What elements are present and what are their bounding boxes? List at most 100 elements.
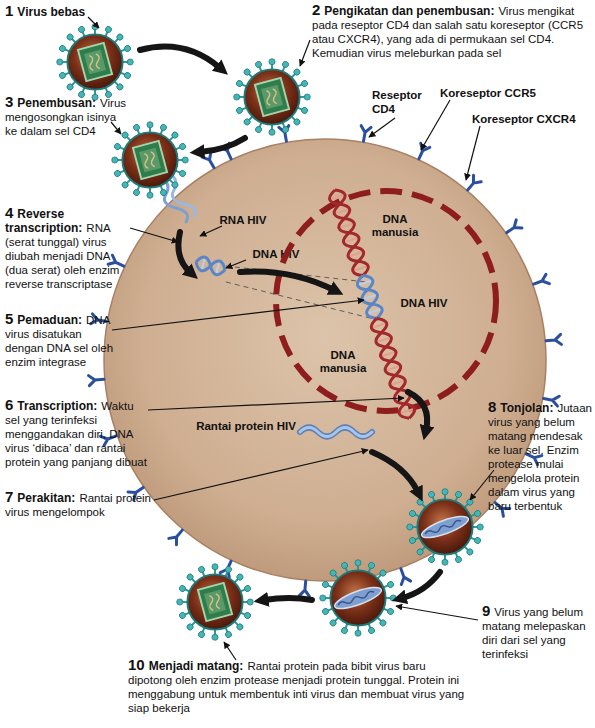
callout-number: 4 [5,204,13,221]
text-block: 7Perakitan:Rantai protein virus mengelom… [5,490,160,519]
process-arrow [200,138,245,152]
receptor-symbol [202,152,218,170]
virus [177,564,254,641]
cell-membrane-outline [103,138,547,582]
receptor-symbol [532,274,550,289]
rna-strand [160,176,188,222]
leader-line [466,126,480,180]
step-heading: Reverse transcription: [5,207,82,235]
text-block: 2Pengikatan dan penembusan:Virus mengika… [312,3,592,60]
virus [112,122,189,199]
process-arrow [140,47,220,68]
cell-nucleus: DNA manusiaDNA HIVDNA manusia [270,185,502,417]
step-heading: Pengikatan dan penembusan: [324,4,494,18]
leader-line [224,642,236,660]
dna-helix [372,323,413,413]
node-label: RNA HIV [208,214,278,227]
step-heading: Tonjolan: [500,401,553,415]
dna-helix [327,188,416,421]
part-label: Reseptor CD4 [372,89,422,115]
callout-number: 7 [5,488,13,505]
receptor-symbol [299,581,310,597]
callout-number: 5 [5,310,13,327]
process-arrow [402,572,440,598]
text-block: Koreseptor CXCR4 [472,112,592,126]
receptor-symbol [546,334,562,345]
text-block: 8Tonjolan:Jutaan virus yang belum matang… [488,400,590,513]
leader-line [396,606,478,620]
process-arrow [140,47,440,600]
virus-immature [407,489,484,566]
leader-line [130,228,178,242]
hiv-dna [202,258,220,273]
virus [57,24,134,101]
text-block: 5Pemaduan:DNA virus disatukan dengan DNA… [5,312,120,369]
leader-line [226,260,246,268]
text-block: Reseptor CD4 [372,88,434,116]
guide-line [226,266,366,282]
dna-helix [358,281,381,314]
leader-line [111,122,121,134]
hiv-dna [194,255,227,276]
receptor-symbol [359,126,371,143]
rna-strand [168,172,196,216]
callout-number: 1 [5,2,13,19]
text-block: 3Penembusan:Virus mengosongkan isinya ke… [5,95,123,138]
part-label: Koreseptor CCR5 [440,87,536,99]
receptor-symbol [504,220,522,237]
node-label: DNA HIV [394,297,454,310]
receptor-symbol [414,143,429,161]
protein-chain [300,428,372,437]
rna-strand [160,172,196,222]
step-heading: Virus bebas [17,5,85,19]
step-heading: Menjadi matang: [149,659,244,673]
guide-line [226,282,378,320]
leader-line [154,450,368,500]
leader-line [88,17,99,28]
dna-helix [327,188,370,279]
dna-helix [369,316,417,421]
receptor-symbol [220,143,235,161]
callout-number: 10 [128,656,145,673]
leader-line [421,100,450,150]
part-label: Koreseptor CXCR4 [472,113,576,125]
step-heading: Transcription: [17,399,97,413]
node-label: DNA manusia [316,349,370,375]
text-block: Koreseptor CCR5 [440,86,590,100]
step-heading: Penembusan: [17,96,96,110]
hiv-dna [194,255,227,276]
guide-line [226,266,378,320]
dna-helix [331,195,367,271]
step-heading: Perakitan: [17,491,75,505]
receptor-symbol [169,527,186,545]
dna-helix [355,273,384,321]
virus [234,59,311,136]
leader-line [88,17,494,660]
process-arrow [240,271,334,290]
process-arrow [372,452,418,492]
node-label: Rantai protein HIV [181,420,311,433]
process-arrow [408,392,427,430]
hiv-dna [194,255,227,276]
process-arrow [264,598,312,600]
step-heading: Pemaduan: [17,313,82,327]
dna-helix [331,195,414,413]
leader-line [200,226,222,236]
node-label: DNA manusia [368,213,422,239]
receptor-symbol [89,126,562,597]
text-block: 10Menjadi matang:Rantai protein pada bib… [128,658,473,715]
step-text: Jutaan virus yang belum matang mendesak … [488,402,592,512]
receptor-symbol [464,175,481,193]
dna-helix [358,281,381,314]
leader-line [369,118,395,137]
protein-chain [300,428,372,437]
callout-number: 6 [5,396,13,413]
text-block: 9Virus yang belum matang melepaskan diri… [482,604,594,661]
callout-number: 9 [482,602,490,619]
step-text: Virus yang belum matang melepaskan diri … [482,606,586,660]
text-block: 4Reverse transcription:RNA (serat tungga… [5,206,133,291]
callout-number: 2 [312,1,320,18]
text-block: 6Transcription:Waktu sel yang terinfeksi… [5,398,150,469]
